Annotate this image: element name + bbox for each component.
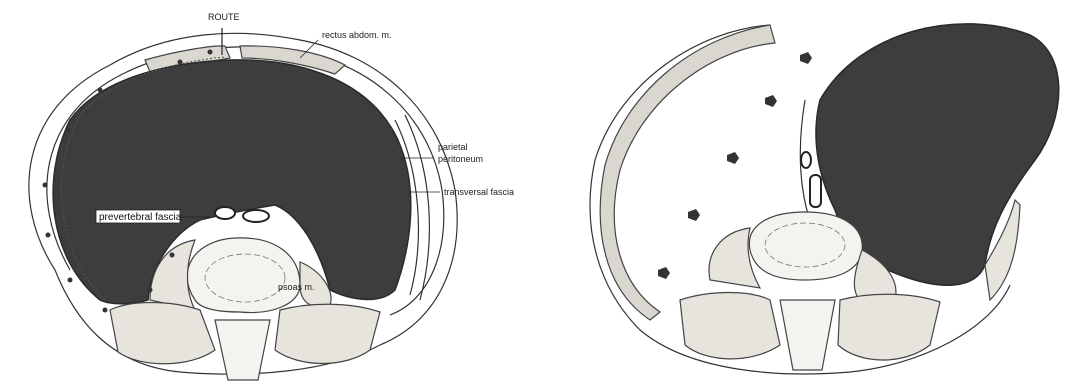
left-aorta	[215, 207, 235, 219]
left-route-arrow	[98, 88, 103, 93]
parietal-label-line2: peritoneum	[438, 154, 483, 164]
right-route-arrow	[765, 95, 777, 107]
route-label: ROUTE	[208, 12, 240, 22]
psoas-label: psoas m.	[278, 282, 315, 292]
right-vessel-small	[801, 152, 811, 168]
left-route-arrow	[68, 278, 73, 283]
left-ivc	[243, 210, 269, 222]
rectus-label: rectus abdom. m.	[322, 30, 392, 40]
right-vessel-large	[810, 175, 821, 207]
right-route-arrow	[800, 52, 812, 64]
right-cross-section	[590, 24, 1059, 374]
left-vertebral-body	[187, 238, 300, 313]
left-route-arrow	[43, 183, 48, 188]
right-route-arrow	[658, 267, 670, 279]
left-route-arrow	[178, 60, 183, 65]
parietal-label-line1: parietal	[438, 142, 468, 152]
left-route-arrow	[170, 253, 175, 258]
left-back-muscles-right	[275, 304, 380, 363]
right-back-muscles-right	[838, 294, 940, 360]
left-back-muscles	[110, 303, 215, 364]
left-cross-section: ROUTE rectus abdom. m. parietal peritone…	[29, 12, 514, 380]
left-spinous-process	[215, 320, 270, 380]
right-back-muscles-left	[680, 293, 780, 359]
left-route-arrow	[66, 128, 71, 133]
left-route-arrow	[46, 233, 51, 238]
right-route-arrow	[727, 152, 739, 164]
transversal-label: transversal fascia	[444, 187, 514, 197]
right-route-arrow	[688, 209, 700, 221]
prevertebral-label: prevertebral fascia	[99, 212, 182, 223]
left-route-arrow	[103, 308, 108, 313]
left-route-arrow	[148, 288, 153, 293]
left-route-arrow	[208, 50, 213, 55]
right-spinous-process	[780, 300, 835, 370]
